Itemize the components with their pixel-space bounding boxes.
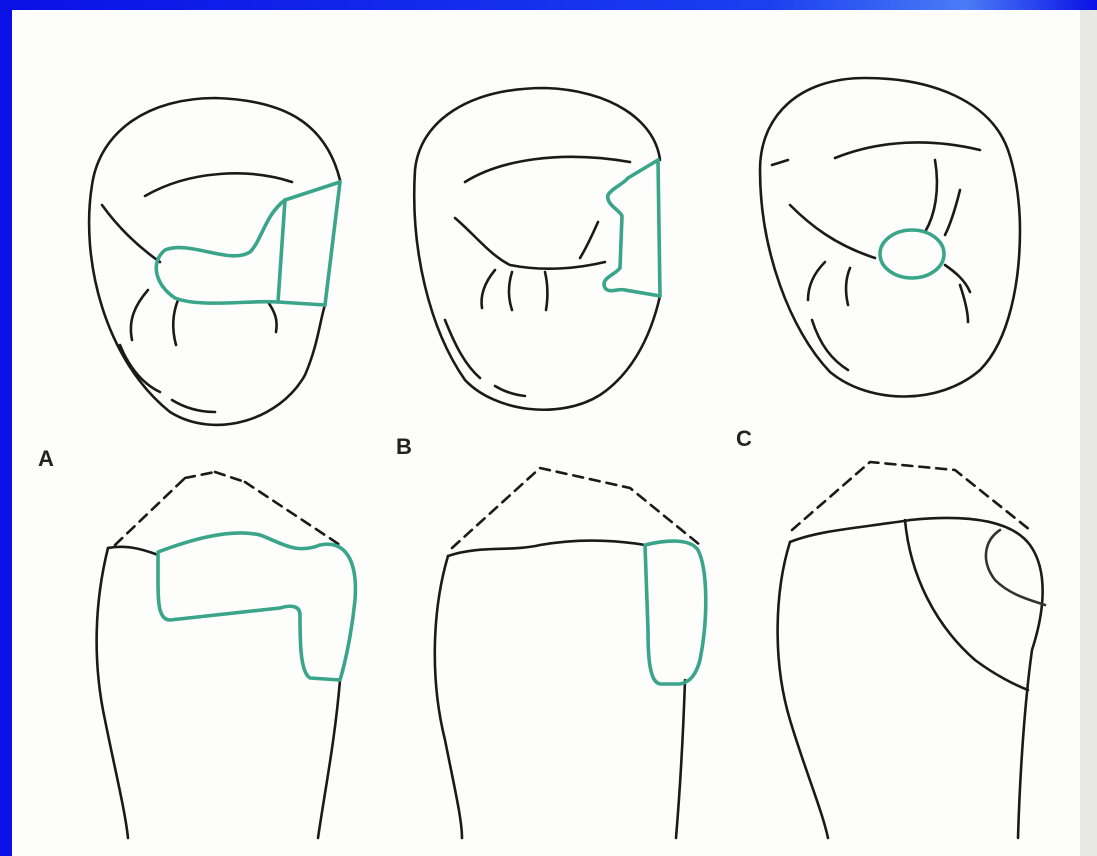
page-edge-shadow bbox=[1080, 10, 1097, 856]
tooth-a-occlusal-preparation bbox=[156, 182, 340, 305]
tooth-b-proximal bbox=[435, 468, 700, 838]
tooth-c-occlusal-preparation bbox=[880, 230, 944, 278]
tooth-b-proximal-preparation bbox=[645, 541, 706, 684]
panel-label-a: A bbox=[38, 446, 54, 471]
panel-label-b: B bbox=[396, 434, 412, 459]
tooth-a-proximal-preparation bbox=[158, 533, 355, 680]
panel-label-c: C bbox=[736, 426, 752, 451]
tooth-c-proximal bbox=[778, 462, 1045, 838]
tooth-a-occlusal bbox=[89, 98, 340, 425]
tooth-b-occlusal-preparation bbox=[604, 160, 660, 296]
tooth-a-proximal bbox=[97, 472, 340, 838]
tooth-b-occlusal bbox=[414, 88, 660, 410]
